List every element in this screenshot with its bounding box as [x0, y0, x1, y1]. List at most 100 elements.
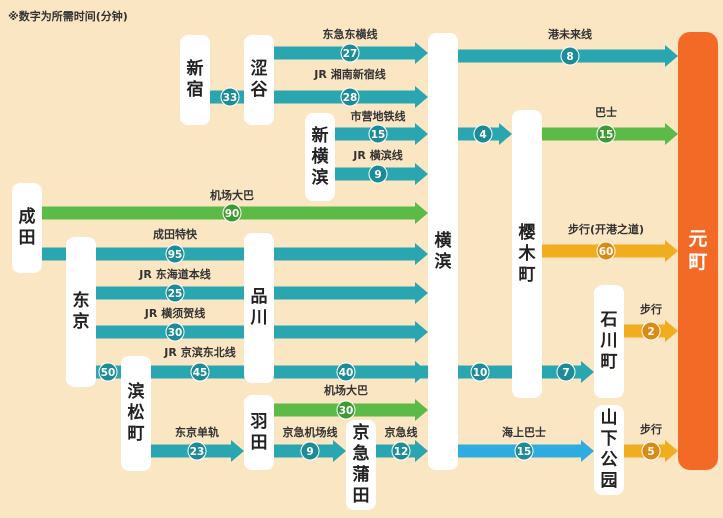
route-r5: 9JR 横滨线	[335, 148, 428, 185]
station-name-char: 京	[72, 312, 90, 332]
station-name-char: 蒲	[352, 465, 370, 485]
minutes-value: 28	[343, 92, 358, 104]
route-label: 东急东横线	[323, 27, 378, 41]
station-name-char: 谷	[250, 80, 268, 100]
legend-note: ※数字为所需时间(分钟)	[8, 10, 128, 23]
station-haneda: 羽田	[244, 395, 274, 470]
minutes-value: 50	[101, 367, 116, 379]
station-narita: 成田	[12, 183, 42, 273]
station-name-char: 町	[127, 424, 145, 444]
minutes-value: 15	[371, 129, 386, 141]
station-name-char: 町	[688, 251, 708, 273]
route-label: 步行	[640, 422, 662, 436]
route-label: 京急机场线	[283, 425, 338, 439]
minutes-value: 45	[193, 367, 208, 379]
minutes-value: 10	[473, 367, 488, 379]
minutes-badge	[300, 441, 320, 461]
station-shinyokohama: 新横滨	[305, 113, 335, 201]
route-label: 步行	[640, 302, 662, 316]
station-name-char: 町	[518, 264, 536, 285]
minutes-value: 30	[339, 405, 354, 417]
minutes-value: 25	[168, 288, 183, 300]
station-name-char: 宿	[186, 80, 204, 100]
station-name-char: 品	[250, 287, 268, 307]
station-name-char: 园	[600, 471, 618, 491]
minutes-badge	[368, 124, 388, 144]
route-r2: 28 JR 湘南新宿线	[274, 67, 428, 108]
route-r24: 2 步行	[624, 302, 678, 342]
minutes-value: 2	[647, 326, 654, 338]
minutes-badge	[596, 241, 616, 261]
minutes-value: 23	[190, 446, 205, 458]
route-r21: 4	[458, 123, 512, 145]
station-name-char: 新	[186, 59, 204, 79]
station-name-char: 町	[600, 352, 618, 372]
route-r3: 33	[210, 87, 244, 107]
minutes-badge	[641, 321, 661, 341]
station-name-char: 田	[352, 486, 370, 506]
station-name-char: 松	[127, 403, 145, 423]
minutes-badge	[165, 322, 185, 342]
minutes-badge	[368, 164, 388, 184]
minutes-badge	[187, 441, 207, 461]
minutes-value: 7	[562, 367, 569, 379]
station-name-char: 羽	[250, 411, 268, 432]
station-tokyo: 东京	[66, 237, 96, 387]
minutes-value: 27	[343, 48, 358, 60]
minutes-badge	[336, 400, 356, 420]
route-r12: 40	[274, 362, 428, 382]
minutes-value: 40	[339, 367, 354, 379]
route-r4: 15 市营地铁线	[335, 109, 428, 145]
minutes-value: 33	[223, 92, 238, 104]
station-yamashita-koen: 山下公园	[594, 405, 624, 495]
route-label: JR 横须贺线	[144, 306, 205, 320]
route-label: JR 横滨线	[352, 148, 402, 162]
route-label: JR 京滨东北线	[163, 345, 235, 359]
station-name-char: 京	[352, 423, 370, 443]
route-label: JR 湘南新宿线	[313, 67, 385, 81]
minutes-value: 60	[599, 246, 614, 258]
station-name-char: 急	[352, 444, 370, 464]
minutes-badge	[165, 244, 185, 264]
minutes-badge	[473, 124, 493, 144]
minutes-value: 15	[599, 129, 614, 141]
minutes-badge	[470, 362, 490, 382]
route-label: 机场大巴	[324, 383, 368, 397]
station-keikyu-kamata: 京急蒲田	[346, 420, 376, 510]
minutes-value: 90	[225, 208, 240, 220]
route-r15: 30 机场大巴	[274, 383, 428, 421]
route-label: 市营地铁线	[351, 109, 406, 123]
station-name-char: 石	[600, 310, 618, 330]
route-label: 京急线	[385, 425, 418, 439]
minutes-value: 5	[647, 446, 654, 458]
station-name-char: 山	[600, 408, 618, 428]
route-label: 海上巴士	[502, 425, 546, 439]
route-label: 东京单轨	[175, 425, 219, 439]
minutes-badge	[165, 283, 185, 303]
route-label: 港未来线	[548, 27, 592, 41]
station-name-char: 横	[434, 230, 452, 251]
route-label: JR 东海道本线	[138, 267, 210, 281]
station-name-char: 樱	[518, 222, 536, 243]
station-name-char: 涩	[250, 59, 268, 79]
station-hamamatsucho: 滨松町	[121, 356, 151, 471]
minutes-badge	[190, 362, 210, 382]
station-name-char: 下	[600, 429, 618, 449]
minutes-badge	[98, 362, 118, 382]
minutes-value: 9	[306, 446, 313, 458]
minutes-badge	[340, 87, 360, 107]
minutes-badge	[641, 441, 661, 461]
minutes-badge	[340, 43, 360, 63]
minutes-badge	[220, 87, 240, 107]
station-name-char: 田	[250, 432, 268, 453]
station-name-char: 木	[518, 243, 536, 264]
station-sakuragicho: 樱木町	[512, 110, 542, 398]
